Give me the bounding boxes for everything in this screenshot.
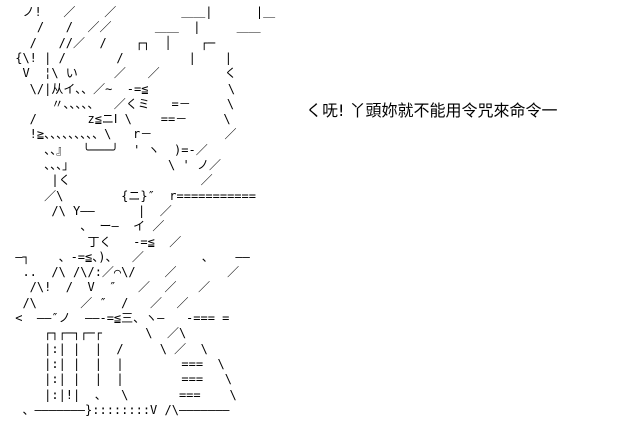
art-line: {\! | / / | | [8,50,232,65]
art-line: \/|从イ、、／∼ -=≦ \ [8,81,236,96]
art-line: |:| | | / \ ／ \ [8,341,216,356]
art-line: |:|!| 、 \ === \ [8,387,237,402]
art-line: 、、、」 \ ' ノ／ [8,158,221,172]
art-line: |:| | | | === \ [8,356,225,371]
art-line: |:| | | | === \ [8,372,232,387]
art-line: 、 ー— イ ／ [8,219,165,234]
art-line: 、———————}::::::::V /\——————— [8,402,230,417]
art-line: |く ／ [8,173,213,188]
art-line: < ——″ノ ——-=≦三、ヽ— -=== = [8,311,230,325]
art-line: ┌┐┌─┐┌─┌ \ ／\ [8,326,194,341]
art-line: .. /\ /\/:／⌒\/ ／ ／ [8,265,240,280]
art-line: !≧、、、、、、、、、\ r－ ／ [8,127,237,142]
art-line: ノ! ／ ／ ＿＿| |＿ [8,5,276,19]
art-line: ／\ {ニ}″ r=========== [8,188,256,203]
art-line: / / ／／ ＿＿ | ＿＿ [8,20,261,35]
art-line: —┐ 、-=≦、)、 ／ 、 —— [8,249,250,264]
art-line: /\! / V ″ ／ ／ ／ [8,280,211,295]
art-line: V ¦\ い ／ ／ く [8,66,237,81]
art-line: / //／ / ┌┐ │ ┌─ [8,35,216,50]
art-line: 〃、、、、、 ／くミ =－ \ [8,96,235,111]
art-line: 、、』 ╰───╯ ' ヽ )=-／ [8,142,208,157]
dialogue-text: く呒! 丫頭妳就不能用令咒來命令一 [306,101,558,120]
art-line: / z≦ニⅠ \ ==－ \ [8,112,231,127]
art-line: /\ ／ ″ / ／ ／ [8,295,189,310]
art-line: /\ Y—— | ／ [8,203,172,218]
art-line: 丁く -=≦ ／ [8,234,182,249]
